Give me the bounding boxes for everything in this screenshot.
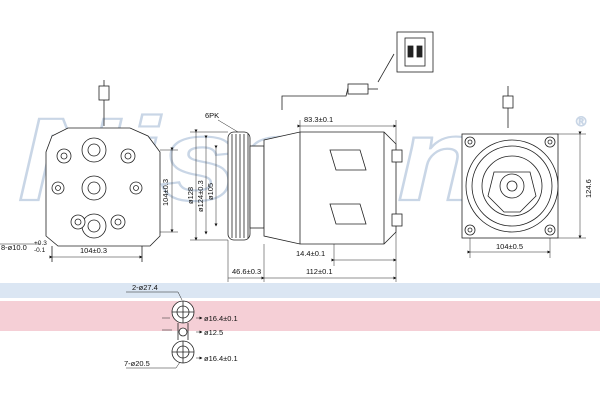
front-view [0,80,178,262]
fitting-bottom-label: 7-ø20.5 [124,359,150,368]
side-dim-14: 14.4±0.1 [296,249,325,258]
fitting-top-label: 2-ø27.4 [132,283,158,292]
side-dim-46: 46.6±0.3 [232,267,261,276]
pink-band [0,301,600,331]
side-dim-112: 112±0.1 [306,267,333,276]
side-view [190,31,434,282]
registered-mark: ® [576,113,587,129]
front-dim-hole-tol-lower: -0.1 [34,247,46,254]
blue-band [0,283,600,298]
side-dim-top: 83.3±0.1 [304,115,333,124]
fitting-d2: ø12.5 [204,328,223,337]
pulley-label: 6PK [205,111,219,120]
rear-dim-side: 124.6 [584,179,593,198]
side-dim-105: ø105 [206,183,215,200]
fitting-d1: ø16.4±0.1 [204,314,238,323]
front-dim-bottom: 104±0.3 [80,246,107,255]
front-dim-side: 104±0.3 [161,179,170,206]
front-dim-hole: 8-ø10.0 [1,243,27,252]
fittings-detail [126,291,203,369]
front-dim-hole-tol-upper: +0.3 [34,240,47,247]
side-dim-128: ø128 [186,187,195,204]
fitting-d3: ø16.4±0.1 [204,354,238,363]
rear-view [461,86,586,258]
side-dim-124: ø124±0.3 [196,180,205,212]
rear-dim-bottom: 104±0.5 [496,242,523,251]
